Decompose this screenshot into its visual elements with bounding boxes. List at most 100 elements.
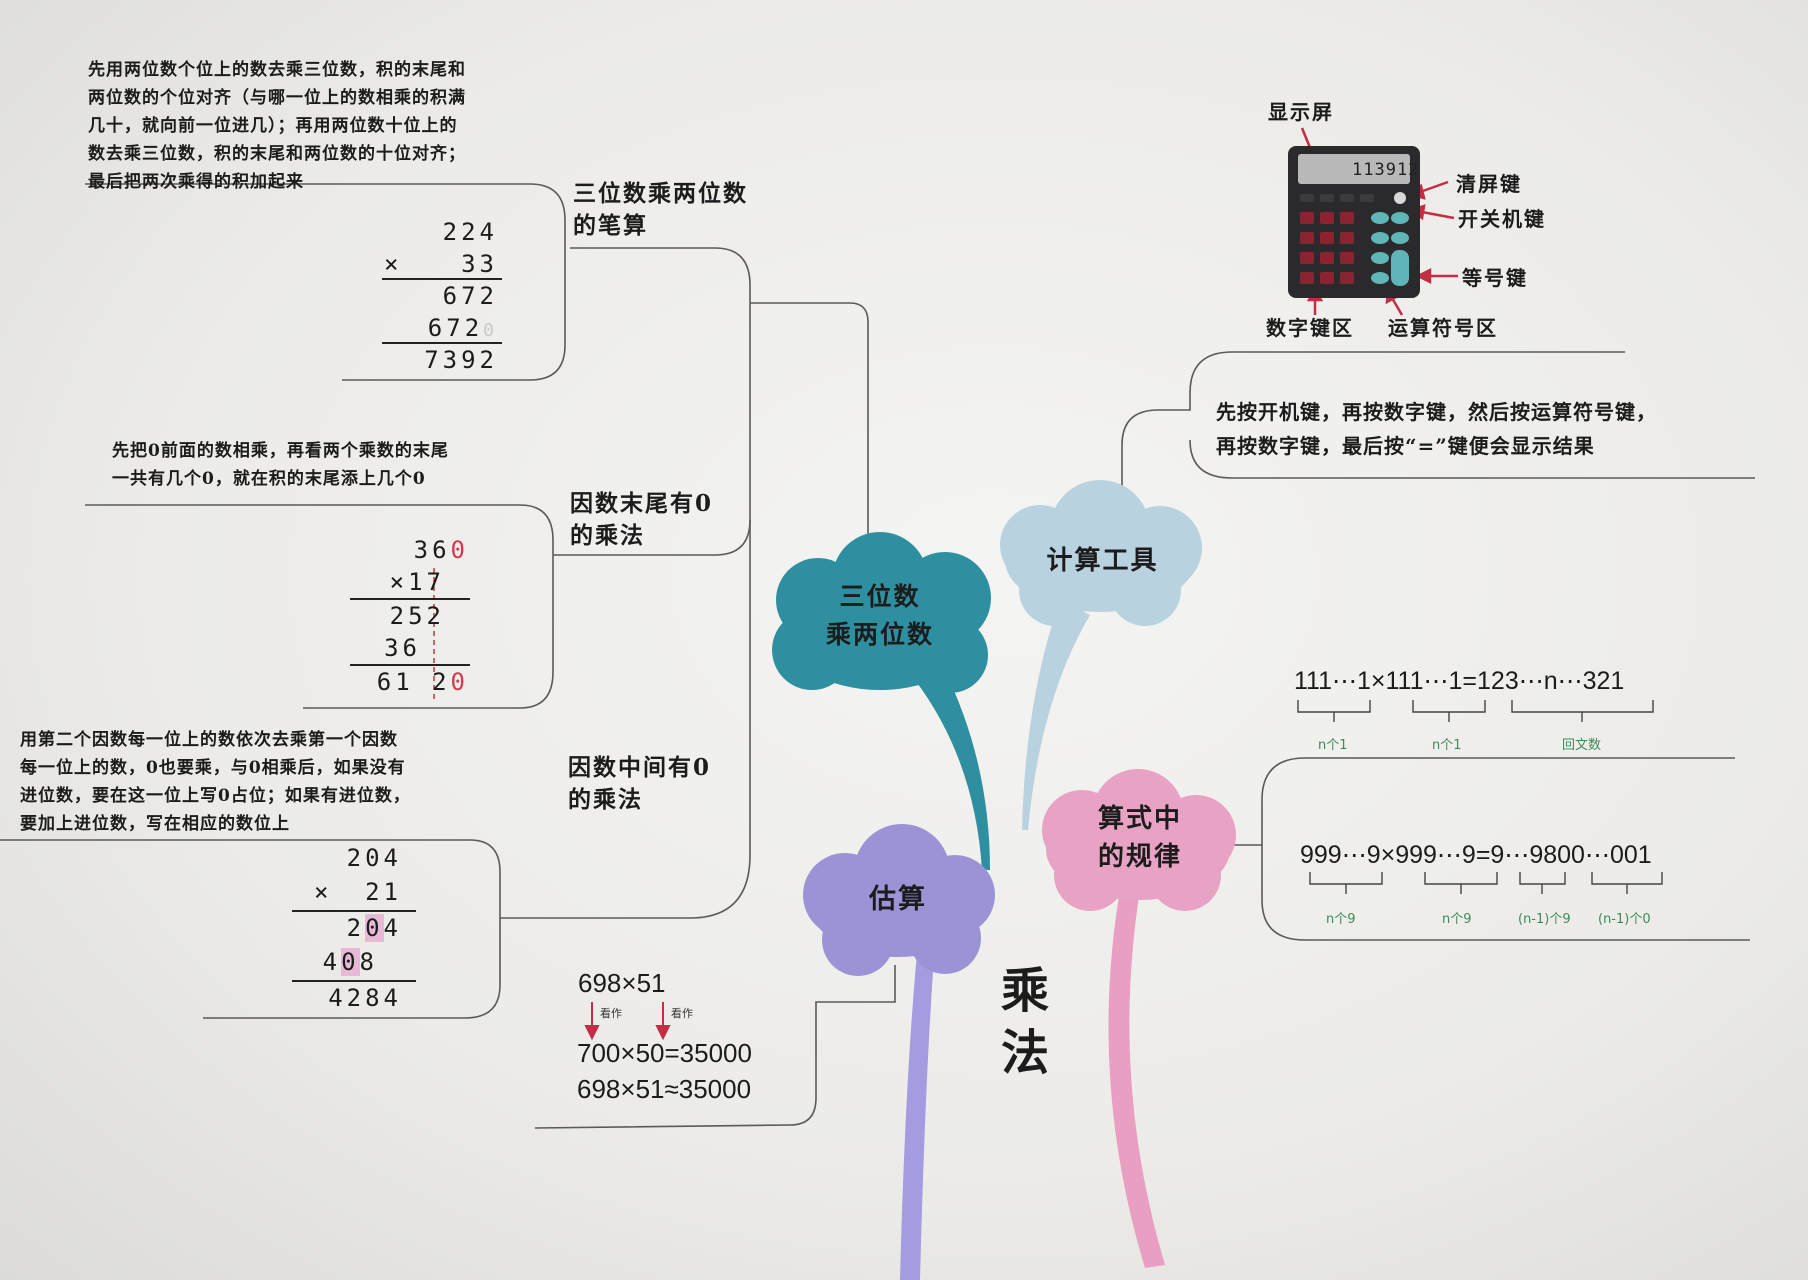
estimate-arrow-label: 看作: [671, 1007, 693, 1020]
pattern-2-label: (n-1)个0: [1598, 912, 1651, 927]
note-line: 数去乘三位数，积的末尾和两位数的十位对齐；: [88, 144, 466, 164]
tool-usage: 先按开机键，再按数字键，然后按运算符号键， 再按数字键，最后按“=”键便会显示结…: [1216, 395, 1657, 463]
branch-title-written: 三位数乘两位数 的笔算: [573, 178, 748, 242]
note-line: 每一位上的数，0也要乘，与0相乘后，如果没有: [20, 758, 406, 778]
cloud-three-by-two: [772, 532, 991, 693]
calc-bar: [382, 342, 502, 344]
calc-op: ×: [314, 878, 333, 906]
calc-row-p1: 252: [389, 602, 445, 630]
calc-trailing-zero: 360 ×17 252 36 61 20: [348, 534, 473, 702]
connector-patterns: [1222, 757, 1735, 846]
note-line: 用第二个因数每一位上的数依次去乘第一个因数: [20, 730, 398, 750]
estimate-line-1: 700×50=35000: [577, 1038, 752, 1068]
calc-bar: [350, 598, 470, 600]
calc-row-p1: 672: [442, 282, 498, 310]
note-line: 一共有几个0，就在积的末尾添上几个0: [112, 469, 426, 489]
callout-operators: 运算符号区: [1388, 316, 1498, 340]
arrow-clear: [1419, 180, 1449, 194]
tail-tool: [1022, 600, 1090, 830]
calc-row-b: 33: [461, 250, 498, 278]
calc-bar: [292, 910, 416, 912]
branch-title-trailing-zero: 因数末尾有0 的乘法: [570, 488, 713, 552]
callout-power: 开关机键: [1458, 207, 1546, 231]
calc-p1-digit: 4: [383, 914, 402, 942]
brace-p1-b: [1412, 700, 1486, 722]
note-written: 先用两位数个位上的数去乘三位数，积的末尾和 两位数的个位对齐（与哪一位上的数相乘…: [88, 56, 466, 196]
pattern-2-label: (n-1)个9: [1518, 912, 1571, 927]
connector-written: [85, 183, 566, 381]
usage-line: 再按数字键，最后按“=”键便会显示结果: [1216, 434, 1595, 458]
calc-row-p2: 408: [323, 948, 378, 976]
calc-p2-zero-highlight: 0: [341, 948, 360, 976]
pattern-1-label: n个1: [1432, 738, 1462, 753]
note-middle-zero: 用第二个因数每一位上的数依次去乘第一个因数 每一位上的数，0也要乘，与0相乘后，…: [20, 726, 411, 838]
branch-title-line: 因数中间有0: [568, 754, 712, 781]
calc-bar: [350, 664, 470, 666]
connector-to-cloud-a: [750, 302, 869, 575]
arrow-operators: [1390, 297, 1404, 316]
branch-title-line: 的乘法: [568, 786, 643, 813]
note-line: 要加上进位数，写在相应的数位上: [20, 814, 290, 834]
estimate-line-2: 698×51≈35000: [577, 1074, 752, 1104]
calc-p1-zero-highlight: 0: [365, 914, 384, 942]
cloud-line: 估算: [869, 884, 927, 915]
connector-estimate: [534, 965, 896, 1129]
note-line: 先用两位数个位上的数去乘三位数，积的末尾和: [88, 60, 466, 80]
calc-row-p1: 204: [347, 914, 402, 942]
pattern-1-label: n个1: [1318, 738, 1348, 753]
cloud-label-estimate: 估算: [828, 884, 968, 916]
calc-row-result: 7392: [424, 346, 498, 374]
calc-p2-ghost: 0: [483, 320, 498, 341]
cloud-patterns: [1042, 769, 1236, 911]
calc-p1-digit: 2: [346, 914, 366, 942]
calc-row-a: 224: [442, 218, 498, 246]
brace-p2-c: [1519, 872, 1566, 894]
calc-p2-digit: 4: [322, 948, 342, 976]
calculator-illustration: [1288, 146, 1420, 298]
pattern-2-expression: 999⋯9×999⋯9=9⋯9800⋯001: [1300, 841, 1652, 869]
page-title: 乘法: [995, 960, 1055, 1084]
calc-a-digits: 36: [413, 536, 451, 564]
calc-written: 224 × 33 672 6720 7392: [370, 214, 502, 374]
cloud-label-patterns: 算式中 的规律: [1060, 800, 1220, 876]
note-line: 两位数的个位对齐（与哪一位上的数相乘的积满: [88, 88, 466, 108]
calc-p2-digit: 8: [359, 948, 378, 976]
connector-trunk-lower: [500, 520, 751, 919]
note-line: 几十，就向前一位进几）；再用两位数十位上的: [88, 116, 458, 136]
cloud-tool: [1000, 480, 1202, 626]
stem-patterns: [1108, 890, 1165, 1268]
calc-row-a: 360: [414, 536, 469, 564]
brace-p1-c: [1511, 700, 1654, 722]
cloud-line: 算式中: [1097, 804, 1182, 834]
usage-line: 先按开机键，再按数字键，然后按运算符号键，: [1216, 400, 1657, 424]
arrow-est-2-head: [655, 1025, 671, 1041]
note-line: 进位数，要在这一位上写0占位；如果有进位数，: [20, 786, 411, 806]
arrow-equals-head: [1415, 267, 1432, 285]
brace-p1-a: [1297, 700, 1371, 722]
calc-result-digits: 61 2: [376, 668, 451, 696]
branch-title-middle-zero: 因数中间有0 的乘法: [568, 752, 711, 816]
callout-equals: 等号键: [1462, 266, 1528, 290]
cloud-label-tool: 计算工具: [1020, 545, 1185, 577]
cloud-line: 三位数: [839, 582, 921, 611]
calc-op: ×: [384, 250, 403, 278]
pattern-1-label: 回文数: [1562, 738, 1602, 753]
cloud-line: 计算工具: [1046, 546, 1159, 576]
arrow-est-1-head: [584, 1025, 600, 1041]
connector-tool: [1121, 351, 1625, 505]
note-line: 最后把两次乘得的积加起来: [88, 172, 304, 192]
cloud-line: 乘两位数: [825, 620, 934, 649]
pattern-1-expression: 111⋯1×111⋯1=123⋯n⋯321: [1294, 667, 1625, 695]
connector-trailing: [85, 504, 554, 709]
calc-bar: [292, 980, 416, 982]
brace-p2-d: [1591, 872, 1663, 894]
calc-a-zero: 0: [450, 536, 469, 564]
brace-p2-a: [1309, 872, 1383, 894]
branch-title-line: 三位数乘两位数: [573, 180, 748, 207]
arrow-power: [1421, 210, 1455, 220]
calc-bar: [382, 278, 502, 280]
callout-digits: 数字键区: [1266, 316, 1354, 340]
note-trailing-zero: 先把0前面的数相乘，再看两个乘数的末尾 一共有几个0，就在积的末尾添上几个0: [112, 437, 449, 493]
tail-three-by-two: [915, 665, 990, 870]
